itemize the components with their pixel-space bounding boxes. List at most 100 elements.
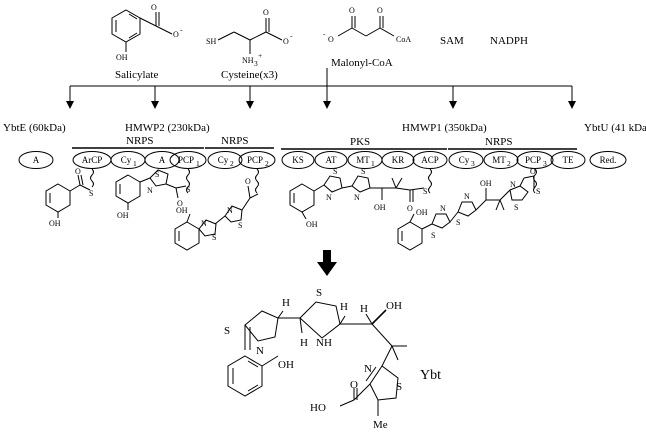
domain-pcp3: [516, 151, 554, 169]
svg-text:S: S: [361, 167, 365, 176]
ybt-s1: S: [224, 325, 230, 337]
svg-text:N: N: [147, 186, 153, 195]
domain-pcp2: [238, 151, 276, 169]
svg-text:OH: OH: [374, 203, 386, 212]
svg-text:N: N: [201, 219, 207, 228]
domain-red: [589, 151, 627, 169]
svg-text:N: N: [326, 193, 332, 202]
svg-text:S: S: [536, 187, 540, 196]
svg-text:KS: KS: [292, 155, 304, 165]
nadph-label: NADPH: [490, 35, 528, 47]
svg-text:S: S: [423, 187, 427, 196]
cysteine-carbonyl-o: O: [263, 8, 269, 17]
svg-text:KR: KR: [392, 155, 405, 165]
svg-text:N: N: [440, 204, 446, 213]
intermediate-arcp: O S OH: [45, 167, 94, 228]
domain-a-hmwp2: [144, 151, 180, 169]
svg-text:Red.: Red.: [600, 155, 617, 165]
malonyl-charge: -: [323, 29, 326, 38]
malonyl-coa-label: Malonyl-CoA: [331, 57, 393, 69]
domain-ks: [281, 151, 315, 169]
svg-text:O: O: [407, 204, 413, 213]
svg-text:ACP: ACP: [421, 155, 439, 165]
ybt-carboxyl-o: O: [350, 379, 358, 391]
ybt-ho: HO: [310, 402, 326, 414]
svg-text:OH: OH: [176, 206, 188, 215]
svg-text:O: O: [177, 199, 183, 208]
ybt-n1: N: [256, 345, 264, 357]
malonyl-coa-structure: - O O O CoA: [323, 6, 411, 44]
domain-kr: [381, 151, 415, 169]
domain-row: A ArCP Cy 1 A PCP 1 Cy 2 PCP 2 KS AT MT …: [18, 151, 627, 169]
module-nrps-2: NRPS: [221, 135, 249, 147]
svg-text:Cy: Cy: [218, 155, 229, 165]
svg-text:N: N: [464, 192, 470, 201]
svg-text:A: A: [159, 155, 166, 165]
cysteine-carboxylate-o: O: [283, 37, 289, 46]
ybt-h1: H: [282, 297, 290, 309]
svg-text:2: 2: [230, 159, 234, 168]
svg-text:S: S: [212, 233, 216, 242]
hmwp2-label: HMWP2 (230kDa): [125, 122, 210, 134]
svg-text:S: S: [238, 221, 242, 230]
svg-text:S: S: [186, 185, 190, 194]
svg-text:PCP: PCP: [178, 155, 194, 165]
cysteine-plus: +: [258, 51, 262, 60]
svg-text:N: N: [354, 193, 360, 202]
domain-pcp1: [169, 151, 207, 169]
domain-mt2: [483, 151, 519, 169]
module-nrps-3: NRPS: [485, 136, 513, 148]
ybt-label: Ybt: [420, 368, 441, 383]
salicylate-carbonyl-o: O: [151, 3, 157, 12]
salicylate-charge: -: [180, 25, 183, 34]
cysteine-sh: SH: [206, 37, 216, 46]
svg-text:PCP: PCP: [525, 155, 541, 165]
intermediate-pcp2: OH N S N S O: [174, 168, 259, 251]
svg-text:ArCP: ArCP: [82, 155, 103, 165]
svg-text:OH: OH: [306, 220, 318, 229]
ybt-nh: NH: [316, 337, 332, 349]
svg-text:A: A: [33, 155, 40, 165]
svg-text:OH: OH: [49, 219, 61, 228]
salicylate-oh: OH: [116, 53, 128, 62]
ybt-me: Me: [373, 419, 388, 431]
ybt-oh: OH: [386, 300, 402, 312]
svg-text:1: 1: [371, 159, 375, 168]
module-pks: PKS: [350, 136, 370, 148]
svg-text:S: S: [456, 218, 460, 227]
svg-text:1: 1: [133, 159, 137, 168]
svg-text:N: N: [510, 180, 516, 189]
svg-text:N: N: [227, 206, 233, 215]
cysteine-label: Cysteine(x3): [221, 69, 278, 81]
svg-text:1: 1: [196, 159, 200, 168]
ybt-structure: S N H OH H S H NH H OH N S O HO Me: [224, 287, 407, 431]
salicylate-structure: O O - OH: [111, 3, 183, 62]
svg-text:OH: OH: [117, 211, 129, 220]
svg-text:OH: OH: [480, 179, 492, 188]
svg-text:2: 2: [265, 159, 269, 168]
domain-cy2: [207, 151, 243, 169]
malonyl-o-left: O: [328, 35, 334, 44]
svg-text:O: O: [245, 177, 251, 186]
distribution-arrows: [66, 68, 576, 109]
ybt-h4: H: [360, 303, 368, 315]
ybt-s3: S: [396, 381, 402, 393]
ybt-h2: H: [300, 337, 308, 349]
svg-text:O: O: [530, 167, 536, 176]
hmwp1-label: HMWP1 (350kDa): [402, 122, 487, 134]
cysteine-nh3-sub: 3: [254, 59, 258, 68]
salicylate-carboxylate-o: O: [173, 30, 179, 39]
ybt-n3: N: [364, 363, 372, 375]
svg-text:3: 3: [471, 159, 475, 168]
svg-text:Cy: Cy: [459, 155, 470, 165]
intermediate-pcp3: OH S N S N OH N S O S: [397, 167, 540, 251]
malonyl-o-top-right: O: [377, 6, 383, 15]
svg-text:Cy: Cy: [121, 155, 132, 165]
domain-cy3: [448, 151, 484, 169]
svg-text:S: S: [89, 189, 93, 198]
svg-text:MT: MT: [356, 155, 370, 165]
svg-text:S: S: [431, 231, 435, 240]
svg-text:PCP: PCP: [247, 155, 263, 165]
domain-acp: [412, 151, 448, 169]
